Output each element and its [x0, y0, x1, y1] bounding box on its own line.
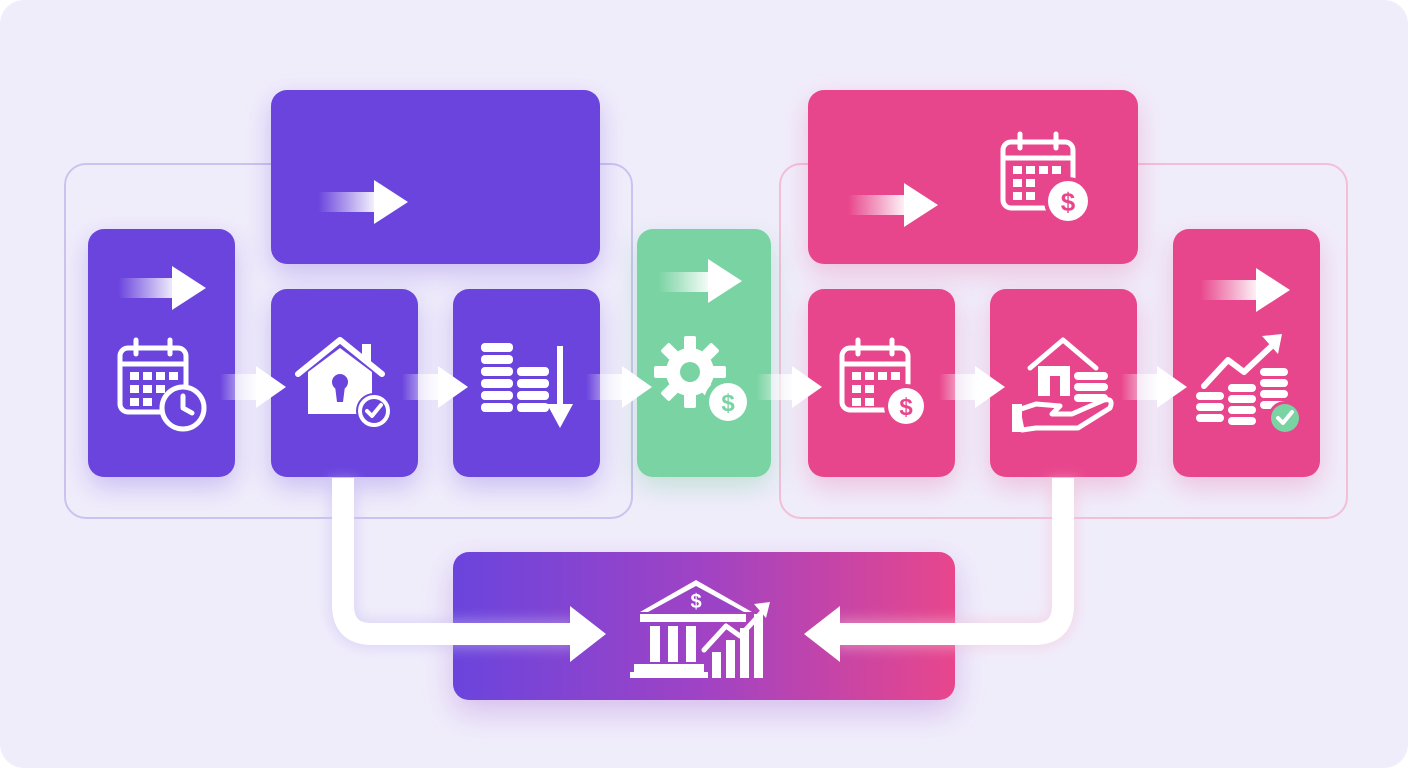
- right-arrow-icon: [848, 183, 938, 227]
- gear-dollar-icon: $: [654, 336, 752, 426]
- flow-arrow-4: [756, 366, 822, 408]
- calendar-dollar-icon: $: [839, 337, 928, 428]
- svg-text:$: $: [690, 591, 701, 613]
- bank-growth-chart-icon: $: [630, 580, 770, 678]
- coins-down-arrow-icon: [481, 343, 573, 428]
- right-arrow-icon: [118, 266, 206, 310]
- calendar-clock-icon: [117, 337, 207, 432]
- right-arrow-icon: [318, 180, 408, 224]
- flow-arrow-6: [1121, 366, 1187, 408]
- flow-arrow-5: [939, 366, 1005, 408]
- coins-growth-check-icon: [1196, 334, 1302, 435]
- left-header-box: [271, 90, 600, 264]
- return-path-right: [804, 478, 1078, 662]
- svg-text:$: $: [721, 390, 735, 417]
- return-path-left: [328, 478, 606, 662]
- calendar-dollar-icon: $: [1000, 131, 1092, 225]
- right-arrow-icon: [658, 259, 742, 303]
- step-growth-box: [1173, 229, 1320, 477]
- flow-arrow-3: [586, 366, 652, 408]
- flow-arrow-2: [402, 366, 468, 408]
- hand-house-coins-icon: [1012, 337, 1114, 433]
- step-payment-schedule-box: [808, 289, 955, 477]
- step-schedule-box: [88, 229, 235, 477]
- svg-text:$: $: [1061, 187, 1076, 217]
- svg-text:$: $: [899, 394, 913, 421]
- flow-arrow-1: [220, 366, 286, 408]
- right-arrow-icon: [1200, 268, 1290, 312]
- right-header-box: [808, 90, 1138, 264]
- house-lock-check-icon: [295, 337, 392, 429]
